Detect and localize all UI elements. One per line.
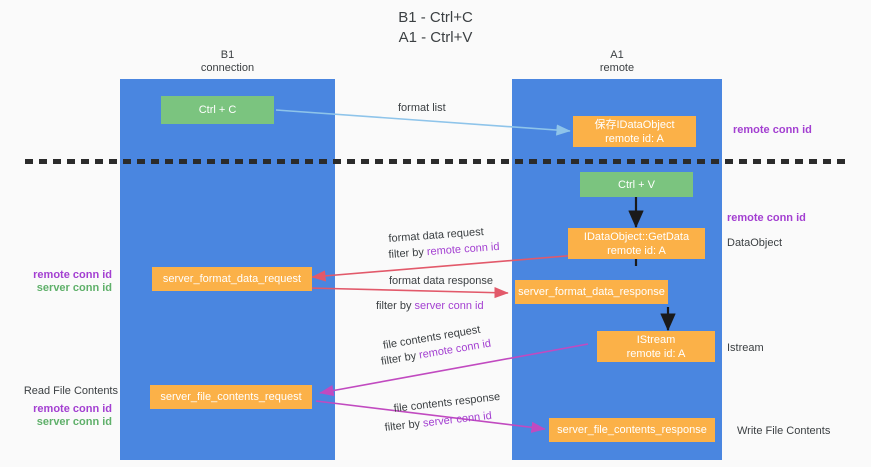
annotation-istream: Istream xyxy=(727,342,764,354)
page-title-line-2: A1 - Ctrl+V xyxy=(398,29,473,46)
box-server-format-data-request-label: server_format_data_request xyxy=(162,273,302,285)
edge-label-format-data-response-filter: filter by server conn id xyxy=(376,299,484,313)
edge-label-format-data-response-filter-key: server conn id xyxy=(414,300,484,312)
box-save-idataobject-line-2: remote id: A xyxy=(605,132,664,145)
lane-header-a1-name: A1 xyxy=(610,49,624,61)
box-ctrl-v[interactable]: Ctrl + V xyxy=(580,172,693,197)
box-server-format-data-response[interactable]: server_format_data_response xyxy=(515,280,668,304)
annotation-remote-conn-id-mid: remote conn id xyxy=(727,212,806,224)
page-title: B1 - Ctrl+C A1 - Ctrl+V xyxy=(0,8,871,48)
box-save-idataobject-line-1: 保存IDataObject xyxy=(594,118,675,131)
box-server-file-contents-request-label: server_file_contents_request xyxy=(160,391,302,403)
annotation-server-conn-id-left-bottom: server conn id xyxy=(36,416,112,428)
box-server-file-contents-request[interactable]: server_file_contents_request xyxy=(150,385,312,409)
box-istream-line-1: IStream xyxy=(636,333,676,346)
box-ctrl-c-label: Ctrl + C xyxy=(198,104,237,116)
box-istream-line-2: remote id: A xyxy=(626,347,686,360)
box-server-format-data-response-label: server_format_data_response xyxy=(518,286,665,298)
box-server-format-data-request[interactable]: server_format_data_request xyxy=(152,267,312,291)
box-server-file-contents-response-label: server_file_contents_response xyxy=(557,424,707,436)
lane-header-a1-role: remote xyxy=(599,62,635,74)
lane-header-a1: A1 remote xyxy=(512,49,722,75)
edge-label-format-data-request-filter-prefix: filter by xyxy=(388,246,428,261)
annotation-read-file-contents: Read File Contents xyxy=(23,385,118,397)
phase-divider xyxy=(25,159,845,164)
box-ctrl-c[interactable]: Ctrl + C xyxy=(161,96,274,124)
lane-header-b1: B1 connection xyxy=(120,49,335,75)
annotation-write-file-contents: Write File Contents xyxy=(737,425,831,437)
box-idataobject-getdata-line-2: remote id: A xyxy=(607,244,666,257)
box-istream[interactable]: IStream remote id: A xyxy=(597,331,715,362)
page-title-line-1: B1 - Ctrl+C xyxy=(398,9,473,26)
box-server-file-contents-response[interactable]: server_file_contents_response xyxy=(549,418,715,442)
edge-label-format-list: format list xyxy=(398,102,446,114)
lane-header-b1-name: B1 xyxy=(220,49,235,61)
box-ctrl-v-label: Ctrl + V xyxy=(618,178,655,191)
annotation-remote-conn-id-left-bottom: remote conn id xyxy=(33,403,112,415)
lane-header-b1-role: connection xyxy=(200,62,255,74)
annotation-server-conn-id-left-mid: server conn id xyxy=(36,282,112,294)
annotation-dataobject: DataObject xyxy=(727,237,783,249)
edge-label-format-data-response: format data response xyxy=(389,275,493,287)
arrow-format-data-response xyxy=(308,287,509,299)
annotation-remote-conn-id-left-mid: remote conn id xyxy=(33,269,112,281)
box-save-idataobject[interactable]: 保存IDataObject remote id: A xyxy=(573,116,696,147)
annotation-remote-conn-id-top: remote conn id xyxy=(733,124,812,136)
edge-label-format-data-request-filter-key: remote conn id xyxy=(426,240,500,259)
box-idataobject-getdata-line-1: IDataObject::GetData xyxy=(583,230,690,243)
edge-label-file-contents-response-filter-key: server conn id xyxy=(422,409,493,430)
edge-label-file-contents-response-filter-prefix: filter by xyxy=(384,417,424,434)
edge-label-format-data-response-filter-prefix: filter by xyxy=(376,300,415,312)
box-idataobject-getdata[interactable]: IDataObject::GetData remote id: A xyxy=(568,228,705,259)
